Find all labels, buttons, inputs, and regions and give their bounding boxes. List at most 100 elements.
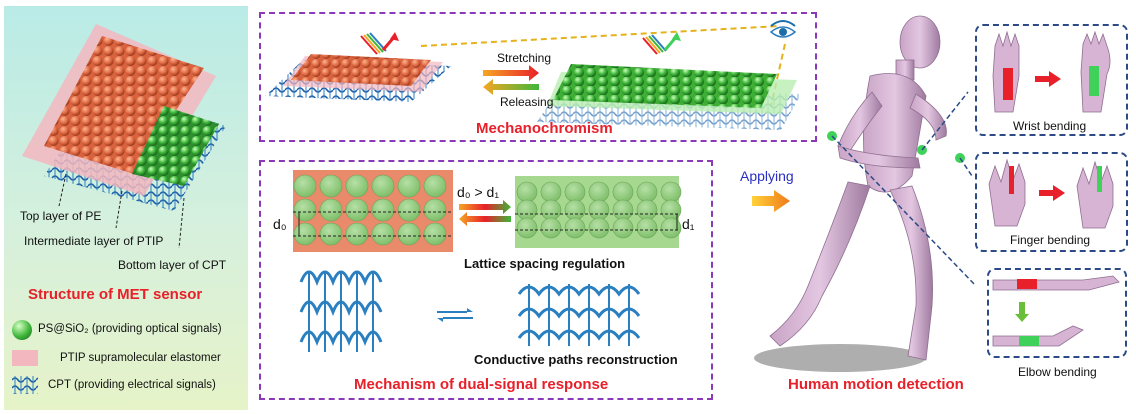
elbow-strip-green: [1019, 336, 1039, 346]
forearm: [837, 145, 921, 169]
lattice-sphere: [660, 217, 682, 239]
orange-film: [291, 54, 431, 86]
intermediate-layer-label: Intermediate layer of PTIP: [24, 234, 164, 248]
lattice-sphere: [564, 217, 586, 239]
lattice-transition-arrows: [459, 200, 511, 226]
lattice-sphere: [293, 198, 317, 222]
lattice-sphere: [636, 181, 658, 203]
lattice-sphere: [423, 174, 447, 198]
orange-sphere-layer: [44, 36, 204, 174]
mechanochromism-box: [259, 12, 817, 142]
top-layer-label: Top layer of PE: [20, 209, 102, 223]
lattice-sphere: [564, 181, 586, 203]
wrist-strip-green: [1089, 66, 1099, 96]
lattice-sphere: [588, 181, 610, 203]
lattice-sphere: [540, 199, 562, 221]
mechanism-box: [259, 160, 713, 400]
lattice-sphere: [516, 181, 538, 203]
green-film: [553, 64, 777, 108]
lattice-sphere: [540, 181, 562, 203]
mechanism-title: Mechanism of dual-signal response: [354, 376, 609, 393]
applying-label: Applying: [740, 168, 794, 184]
wrist-bending-illustration: [992, 30, 1111, 113]
lattice-sphere: [319, 222, 343, 246]
applying-arrow-icon: [752, 190, 790, 212]
head: [899, 15, 941, 69]
lattice-sphere: [293, 222, 317, 246]
releasing-label: Releasing: [500, 95, 554, 109]
lattice-sphere: [660, 181, 682, 203]
lattice-sphere: [319, 174, 343, 198]
elbow-panel: [987, 268, 1127, 358]
lattice-sphere: [371, 174, 395, 198]
green-sphere-icon: [12, 320, 32, 340]
lattice-sphere: [540, 217, 562, 239]
lattice-sphere: [293, 174, 317, 198]
mechanism-illustration: [293, 170, 682, 352]
lattice-sphere: [612, 217, 634, 239]
lattice-sphere: [636, 199, 658, 221]
elbow-caption: Elbow bending: [1018, 365, 1097, 379]
stretch-release-arrows: [483, 65, 539, 95]
ground-shadow: [754, 344, 926, 372]
lattice-sphere: [345, 222, 369, 246]
light-beam-icon: [360, 32, 399, 55]
lattice-sphere: [660, 199, 682, 221]
lattice-sphere: [345, 174, 369, 198]
green-sphere-layer: [132, 106, 219, 186]
elbow-strip-red: [1017, 279, 1037, 289]
structure-title: Structure of MET sensor: [28, 286, 203, 303]
d1-label: d₁: [682, 216, 695, 232]
reflected-light-icon: [642, 32, 681, 55]
equilibrium-arrows-icon: [437, 308, 473, 322]
lattice-sphere: [516, 217, 538, 239]
lattice-sphere: [516, 199, 538, 221]
conductive-caption: Conductive paths reconstruction: [474, 352, 678, 367]
rear-leg: [769, 181, 871, 347]
lattice-sphere: [371, 198, 395, 222]
observation-line: [420, 25, 780, 47]
d0-label: d₀: [273, 216, 287, 232]
finger-panel: [975, 152, 1128, 252]
finger-arrow: [1039, 185, 1065, 201]
elbow-arrow: [1015, 302, 1029, 322]
mechanochromism-illustration: [265, 20, 801, 130]
lattice-sphere: [345, 198, 369, 222]
wrist-caption: Wrist bending: [1013, 119, 1087, 133]
lattice-sphere: [564, 199, 586, 221]
bottom-layer-label: Bottom layer of CPT: [118, 258, 227, 272]
structure-panel: Top layer of PE Intermediate layer of PT…: [4, 6, 248, 410]
lattice-sphere: [612, 181, 634, 203]
legend-cpt-text: CPT (providing electrical signals): [48, 379, 216, 391]
torso: [863, 73, 927, 193]
lattice-sphere: [612, 199, 634, 221]
legend-elastomer-text: PTIP supramolecular elastomer: [60, 352, 221, 364]
lattice-sphere: [397, 222, 421, 246]
eye-icon: [769, 20, 797, 38]
finger-strip-green: [1097, 166, 1102, 192]
lattice-sphere: [588, 217, 610, 239]
lattice-sphere: [397, 174, 421, 198]
front-leg: [889, 185, 933, 361]
human-motion-title: Human motion detection: [788, 376, 964, 393]
wrist-arrow: [1035, 71, 1061, 87]
lattice-sphere: [397, 198, 421, 222]
lattice-sphere: [423, 222, 447, 246]
knit-loose-fabric: [299, 270, 383, 352]
stretching-label: Stretching: [497, 51, 552, 65]
spacing-relation: d₀ > d₁: [457, 184, 500, 200]
lattice-caption: Lattice spacing regulation: [464, 256, 626, 271]
pink-square-icon: [12, 350, 38, 366]
finger-strip-red: [1009, 166, 1014, 194]
wrist-strip-red: [1003, 68, 1013, 100]
lattice-sphere: [423, 198, 447, 222]
finger-caption: Finger bending: [1010, 233, 1091, 247]
mechanochromism-title: Mechanochromism: [476, 120, 613, 137]
knit-tight-fabric: [517, 284, 641, 346]
lattice-sphere: [371, 222, 395, 246]
elbow-bending-illustration: [992, 275, 1120, 347]
knit-fabric-icon: [12, 376, 38, 394]
human-figure-illustration: [754, 15, 977, 372]
sensor-structure-illustration: [22, 24, 226, 249]
lattice-sphere: [319, 198, 343, 222]
